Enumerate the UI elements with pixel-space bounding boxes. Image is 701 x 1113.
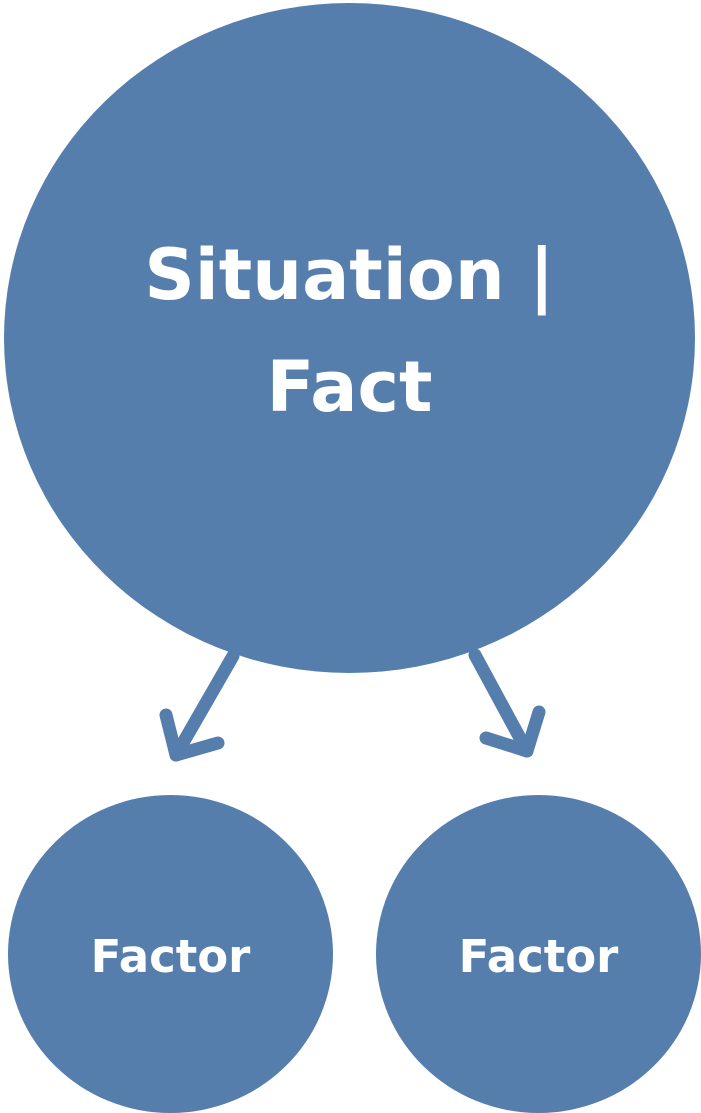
arrow-to-left-factor xyxy=(159,649,240,762)
factor-label-left: Factor xyxy=(90,929,251,983)
main-node-label-line2: Fact xyxy=(266,346,433,428)
arrow-right-head xyxy=(479,705,546,758)
factor-node-right: Factor xyxy=(376,795,701,1113)
main-node-label: Situation | Fact xyxy=(144,219,554,443)
factor-label-right: Factor xyxy=(458,929,619,983)
arrow-left-head xyxy=(159,708,225,762)
arrow-to-right-factor xyxy=(468,648,546,758)
arrow-right-shaft xyxy=(468,648,534,758)
factor-node-left: Factor xyxy=(8,795,333,1113)
main-node-label-line1: Situation | xyxy=(144,234,555,316)
main-node-situation-fact: Situation | Fact xyxy=(4,3,695,673)
arrow-left-shaft xyxy=(169,649,240,762)
